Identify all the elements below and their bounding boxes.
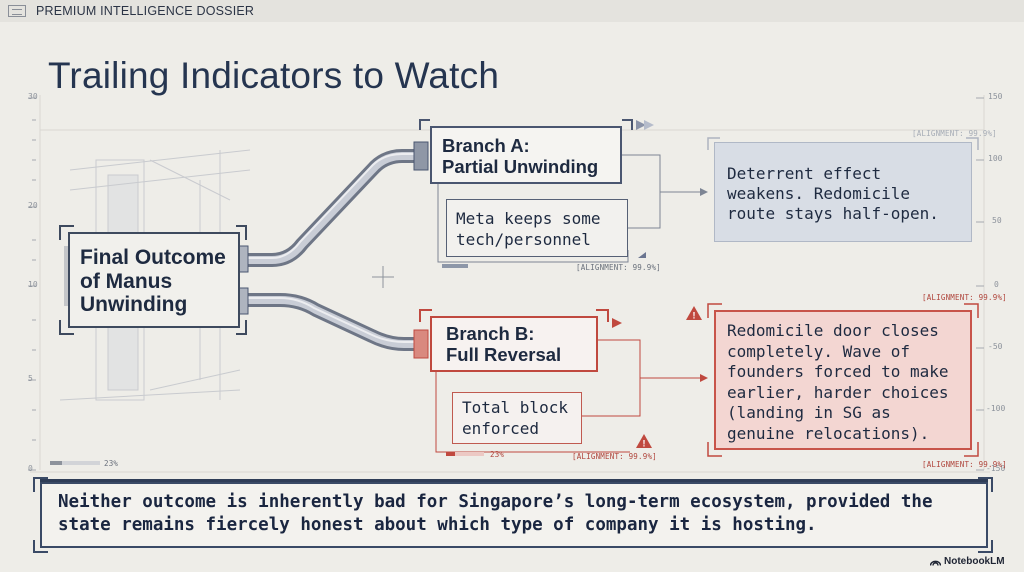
branch-b-detail: Total block enforced xyxy=(462,398,568,438)
branch-b-label: Branch B: Full Reversal xyxy=(446,323,561,365)
branch-b-alignment: [ALIGNMENT: 99.9%] xyxy=(572,452,657,461)
arrow-branch-a xyxy=(700,188,708,196)
svg-text:!: ! xyxy=(693,311,696,321)
page-title: Trailing Indicators to Watch xyxy=(48,55,500,96)
ruler-left-tick: 30 xyxy=(28,92,38,101)
ruler-right-tick: 50 xyxy=(992,216,1002,225)
ruler-right-tick: -100 xyxy=(986,404,1006,413)
ruler-left-tick: 10 xyxy=(28,280,38,289)
branch-a-label: Branch A: Partial Unwinding xyxy=(442,135,598,177)
ruler-right-tick: -50 xyxy=(988,342,1003,351)
warning-icon-top xyxy=(686,306,702,320)
footer-text: Neither outcome is inherently bad for Si… xyxy=(58,492,933,535)
dossier-icon xyxy=(8,5,26,17)
connector-branch-a xyxy=(437,154,700,263)
branch-b-box xyxy=(430,316,598,372)
ruler-right-tick: -150 xyxy=(986,464,1006,473)
outcome-b-text: Redomicile door closes completely. Wave … xyxy=(727,321,949,443)
origin-label: Final Outcome of Manus Unwinding xyxy=(80,246,226,316)
footer-callout xyxy=(40,482,988,548)
outcome-b-alignment-bottom: [ALIGNMENT: 99.9%] xyxy=(922,460,1007,469)
ruler-right-tick: 150 xyxy=(988,92,1003,101)
pipe-branch-b xyxy=(235,287,429,359)
branch-a-box xyxy=(430,126,622,184)
svg-text:!: ! xyxy=(643,439,646,449)
outcome-b-box xyxy=(714,310,972,450)
branch-b-subtitle: Full Reversal xyxy=(446,344,562,365)
arrow-branch-b xyxy=(700,374,708,382)
ruler-right-tick: 100 xyxy=(988,154,1003,163)
header-bar xyxy=(0,0,1024,22)
branch-b-detail-box xyxy=(452,392,582,444)
outcome-a-box xyxy=(714,142,972,242)
progress-bar-left xyxy=(50,461,100,465)
outcome-a-text: Deterrent effect weakens. Redomicile rou… xyxy=(727,164,939,223)
outcome-a-alignment: [ALIGNMENT: 99.9%] xyxy=(912,129,997,138)
header-label: PREMIUM INTELLIGENCE DOSSIER xyxy=(36,4,255,18)
branch-a-detail: Meta keeps some tech/personnel xyxy=(456,209,601,249)
progress-fill xyxy=(50,461,62,465)
ruler-right-tick: 0 xyxy=(994,280,999,289)
pipe-branch-a xyxy=(235,141,429,273)
notebooklm-logo-icon xyxy=(930,560,941,566)
branch-b-title: Branch B: xyxy=(446,323,535,344)
progress-bar-branch-b xyxy=(446,452,484,456)
branch-a-alignment: [ALIGNMENT: 99.9%] xyxy=(576,263,661,272)
progress-fill xyxy=(446,452,455,456)
ruler-left-tick: 0 xyxy=(28,464,33,473)
progress-bar-branch-a xyxy=(442,264,468,268)
progress-label-left: 23% xyxy=(104,459,119,468)
branch-a-subtitle: Partial Unwinding xyxy=(442,156,599,177)
branch-a-title: Branch A: xyxy=(442,135,530,156)
ruler-left-tick: 5 xyxy=(28,374,33,383)
progress-label-branch-b: 23% xyxy=(490,450,505,459)
warning-icon-bottom xyxy=(636,434,652,448)
connector-branch-b xyxy=(435,339,700,453)
branch-a-detail-box xyxy=(446,199,628,257)
outcome-b-alignment-top: [ALIGNMENT: 99.9%] xyxy=(922,293,1007,302)
brand-label: NotebookLM xyxy=(944,556,1005,567)
origin-box xyxy=(68,232,240,328)
ruler-left-tick: 20 xyxy=(28,201,38,210)
